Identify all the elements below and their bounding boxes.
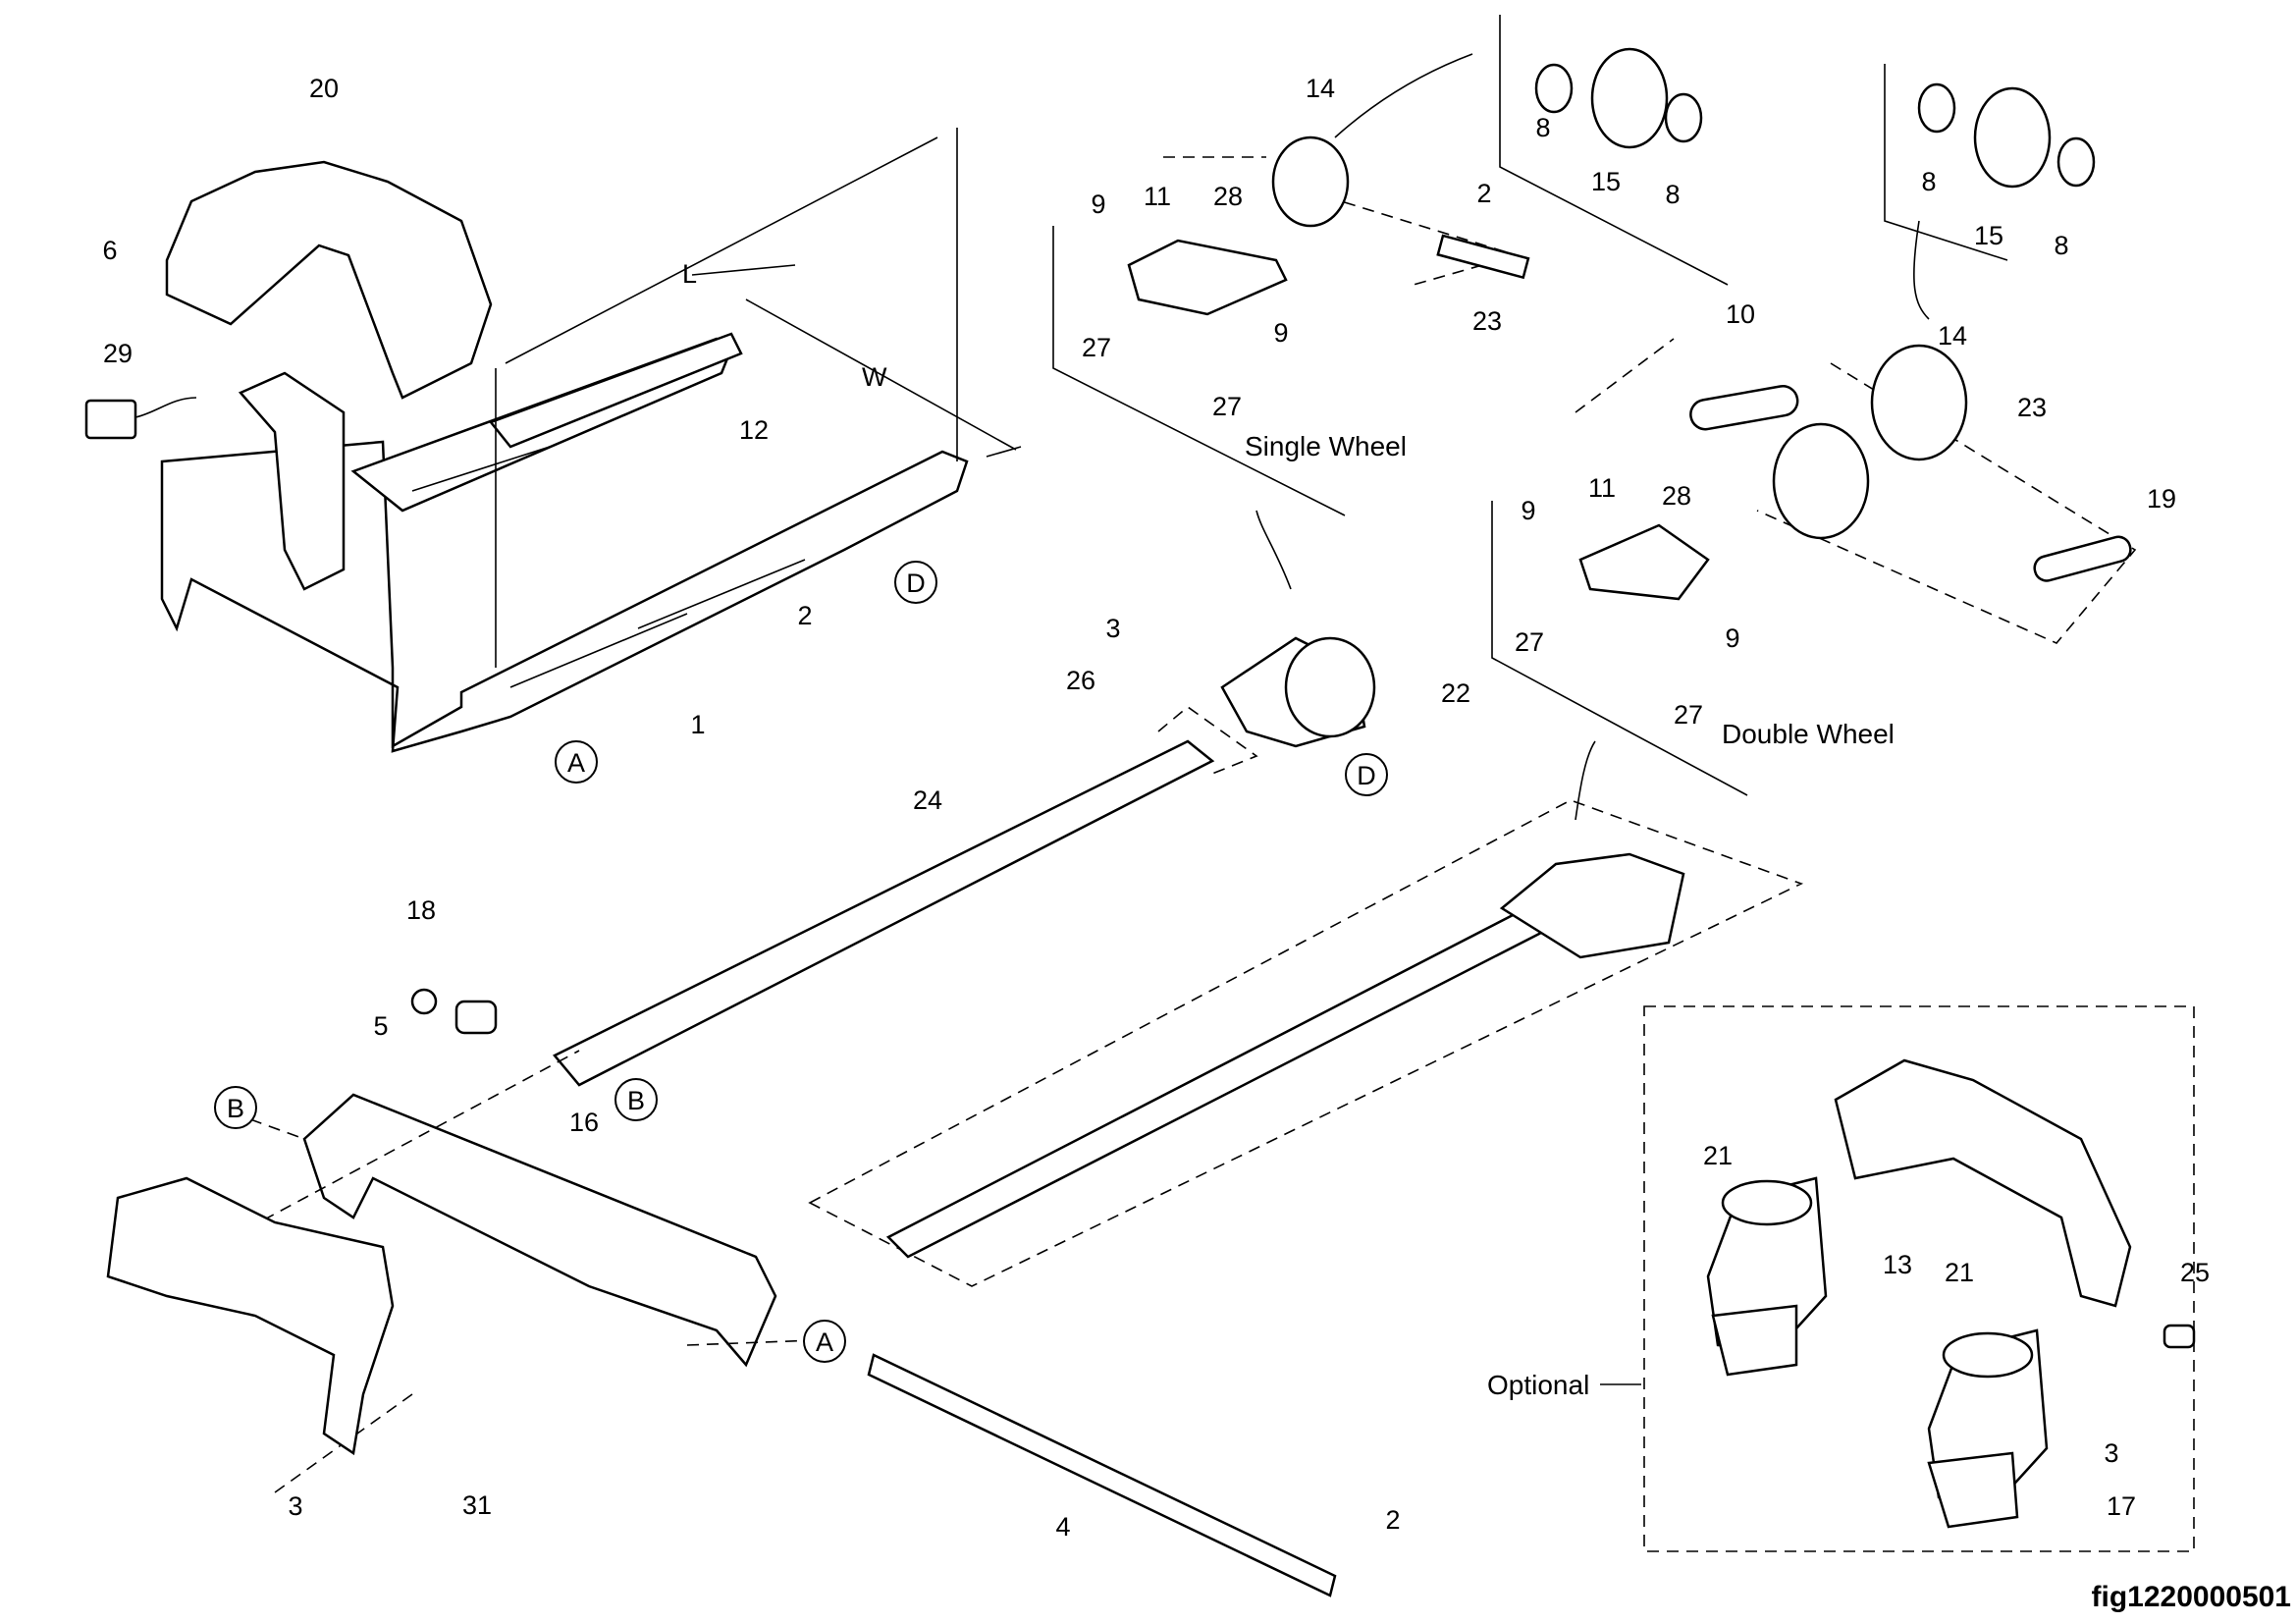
callout-10: 2 [1476,179,1491,208]
dimension-l-label: L [682,259,697,289]
callout-42: 3 [2104,1438,2118,1468]
callout-8: 15 [1591,167,1621,196]
fork-frame-part-1 [160,332,969,753]
dimension-w-label: W [862,362,887,392]
callout-14: 27 [1082,333,1111,362]
callout-5: 1 [690,710,705,739]
reference-letter-2: D [1357,761,1376,790]
callout-18: 8 [1921,167,1936,196]
reference-letter-0: D [906,568,926,598]
callout-38: 21 [1703,1141,1733,1170]
reference-circle-0 [894,561,937,604]
callout-45: 31 [462,1490,492,1520]
callout-0: 20 [309,74,339,103]
callout-26: 11 [1588,473,1616,503]
callout-19: 15 [1974,221,2003,250]
callout-7: 8 [1535,113,1550,142]
callout-31: 3 [1105,614,1120,643]
reference-circle-5 [803,1320,846,1363]
tow-bar-part-24 [553,739,1215,1087]
callout-33: 22 [1441,678,1470,708]
callout-6: 14 [1306,74,1335,103]
callout-9: 8 [1665,180,1680,209]
callout-11: 9 [1091,189,1105,219]
callout-23: 23 [2017,393,2047,422]
callout-36: 5 [373,1011,388,1041]
callout-16: 27 [1212,392,1242,421]
callout-47: 2 [1385,1505,1400,1535]
figure-id: fig1220000501 [2092,1581,2292,1613]
callout-34: 24 [913,785,942,815]
callout-27: 28 [1662,481,1691,511]
single-wheel-caption: Single Wheel [1245,431,1407,461]
callout-25: 9 [1521,496,1535,525]
callout-29: 9 [1725,623,1739,653]
callout-28: 27 [1515,627,1544,657]
dimension-line-l [495,128,958,668]
callout-43: 17 [2107,1491,2136,1521]
callout-21: 10 [1726,299,1755,329]
reference-letter-5: A [816,1327,833,1357]
reference-circle-3 [614,1078,658,1121]
callout-2: 29 [103,339,133,368]
callout-24: 19 [2147,484,2176,514]
callout-15: 9 [1273,318,1288,348]
axle-part-4 [867,1353,1337,1597]
cover-part-20 [165,160,493,400]
callout-32: 26 [1066,666,1095,695]
callout-20: 8 [2054,231,2068,260]
callout-13: 28 [1213,182,1243,211]
reference-letter-4: B [227,1094,244,1123]
captions: L W Single Wheel Double Wheel Optional f… [682,259,2291,1613]
reference-circle-2 [1345,753,1388,796]
optional-caption: Optional [1487,1370,1589,1400]
reference-circle-4 [214,1086,257,1129]
callout-12: 11 [1144,182,1171,211]
callout-39: 13 [1883,1250,1912,1279]
callout-44: 3 [288,1491,302,1521]
callout-40: 21 [1945,1258,1974,1287]
callout-22: 14 [1938,321,1967,351]
callout-1: 6 [102,236,117,265]
callout-37: 16 [569,1108,599,1137]
callout-41: 25 [2180,1258,2210,1287]
callout-17: 23 [1472,306,1502,336]
callout-3: 12 [739,415,769,445]
callout-46: 4 [1055,1512,1070,1542]
double-wheel-caption: Double Wheel [1722,719,1895,749]
handle-socket-part-16 [302,1093,777,1368]
callout-4: 2 [797,601,812,630]
callout-30: 27 [1674,700,1703,730]
optional-box [1643,1005,2195,1552]
reference-circle-1 [555,740,598,784]
dimension-line-w [691,264,1022,458]
switch-part-29 [84,399,137,440]
reference-letter-1: A [567,748,585,778]
reference-letter-3: B [627,1086,645,1115]
callout-35: 18 [406,895,436,925]
